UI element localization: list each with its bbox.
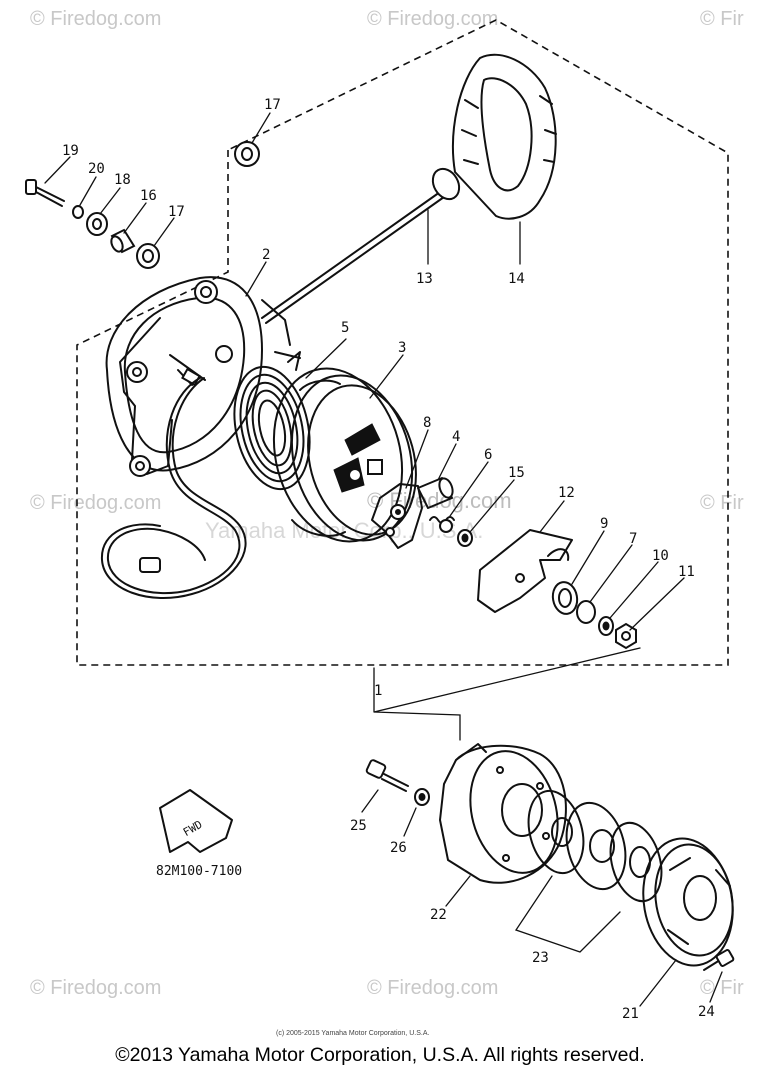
shim-23 [527, 789, 663, 903]
grommet-17-upper [234, 141, 260, 167]
collar-16 [110, 228, 136, 254]
callout-14: 14 [508, 271, 525, 287]
callout-15: 15 [508, 465, 525, 481]
watermark-mid-left: © Firedog.com [30, 492, 161, 514]
pawl-spring [429, 516, 455, 533]
callout-19: 19 [62, 143, 79, 159]
watermark-mid-right: © Fir [700, 492, 744, 514]
watermark-group: © Firedog.com © Firedog.com © Fir © Fire… [30, 8, 744, 999]
bolt-25 [365, 759, 409, 792]
fwd-arrow-icon: FWD [159, 789, 233, 853]
lock-washer-20 [72, 205, 84, 219]
callout-17-lower: 17 [168, 204, 185, 220]
ratchet-pawl [371, 483, 423, 549]
drive-hub-22 [439, 743, 567, 884]
drive-plate-21 [642, 837, 734, 967]
washer-15 [457, 529, 473, 547]
callout-17-upper: 17 [264, 97, 281, 113]
callout-21: 21 [622, 1006, 639, 1022]
callout-23: 23 [532, 950, 549, 966]
callout-16: 16 [140, 188, 157, 204]
screw-24 [703, 949, 735, 971]
callout-24: 24 [698, 1004, 715, 1020]
starter-handle [431, 53, 557, 220]
friction-plate [477, 529, 573, 613]
watermark-bottom-right: © Fir [700, 977, 744, 999]
watermark-center-faint: Yamaha Motor Corp., U.S.A. [205, 518, 483, 543]
callout-9: 9 [600, 516, 608, 532]
cable-end-fitting [139, 557, 161, 573]
callout-1: 1 [374, 683, 382, 699]
washer-9 [551, 581, 579, 615]
washer-26 [414, 788, 430, 806]
starter-cable [106, 377, 241, 595]
callout-20: 20 [88, 161, 105, 177]
callout-12: 12 [558, 485, 575, 501]
watermark-bottom-left: © Firedog.com [30, 977, 161, 999]
callout-26: 26 [390, 840, 407, 856]
watermark-top-right: © Fir [700, 8, 744, 30]
watermark-bottom-center: © Firedog.com [367, 977, 498, 999]
callout-7: 7 [629, 531, 637, 547]
washer-7 [576, 600, 596, 624]
nut-11 [615, 622, 637, 650]
starter-case [105, 276, 301, 477]
leader-lines [44, 112, 723, 1007]
callout-18: 18 [114, 172, 131, 188]
washer-10 [598, 616, 614, 636]
small-copyright: (c) 2005-2015 Yamaha Motor Corporation, … [276, 1030, 429, 1037]
callout-labels: 1 2 3 4 5 6 7 8 9 10 11 12 13 14 15 16 1… [62, 97, 715, 1022]
fwd-label: FWD [181, 818, 205, 839]
callout-10: 10 [652, 548, 669, 564]
callout-3: 3 [398, 340, 406, 356]
starter-rope [261, 191, 441, 319]
watermark-top-left: © Firedog.com [30, 8, 161, 30]
callout-13: 13 [416, 271, 433, 287]
callout-2: 2 [262, 247, 270, 263]
grommet-17-lower [136, 243, 160, 269]
callout-5: 5 [341, 320, 349, 336]
washer-18 [86, 212, 108, 236]
guide-pin [417, 477, 454, 509]
watermark-top-center: © Firedog.com [367, 8, 498, 30]
callout-11: 11 [678, 564, 695, 580]
bolt-19 [25, 179, 65, 207]
callout-8: 8 [423, 415, 431, 431]
recoil-pulley [272, 367, 417, 543]
callout-25: 25 [350, 818, 367, 834]
callout-4: 4 [452, 429, 460, 445]
diagram-code: 82M100-7100 [156, 864, 242, 879]
callout-22: 22 [430, 907, 447, 923]
callout-6: 6 [484, 447, 492, 463]
copyright-notice: ©2013 Yamaha Motor Corporation, U.S.A. A… [115, 1044, 645, 1066]
